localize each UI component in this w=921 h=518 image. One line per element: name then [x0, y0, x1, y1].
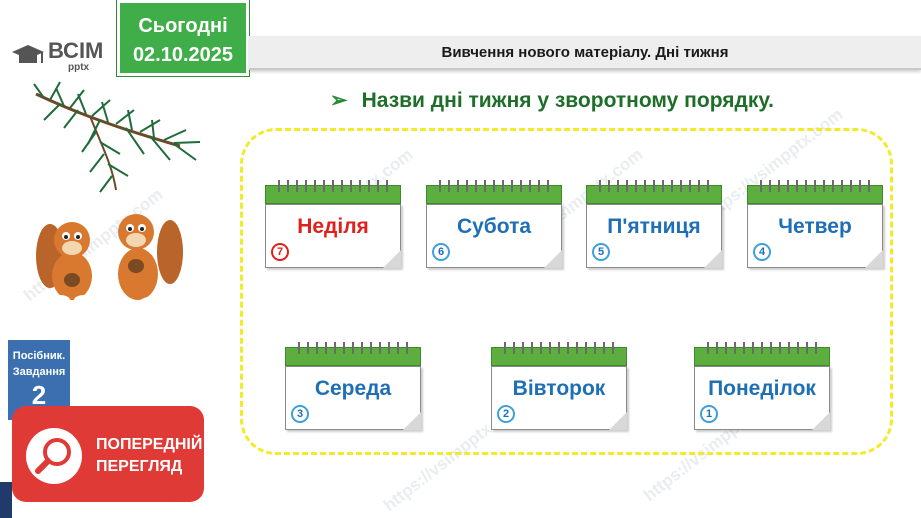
- calendar-card[interactable]: Неділя 7: [265, 180, 401, 268]
- logo-brand-text: ВСІМ: [48, 38, 104, 63]
- day-number-badge: 7: [271, 243, 289, 261]
- day-name: Четвер: [778, 215, 852, 238]
- day-name: Понеділок: [708, 377, 816, 400]
- vsim-logo: ВСІМ pptx: [10, 38, 103, 73]
- calendar-card[interactable]: Понеділок 1: [694, 342, 830, 430]
- guide-label-1: Посібник.: [12, 350, 66, 362]
- preview-label-1: ПОПЕРЕДНІЙ: [96, 436, 203, 453]
- calendar-card[interactable]: Вівторок 2: [491, 342, 627, 430]
- day-number-badge: 6: [432, 243, 450, 261]
- day-number-badge: 5: [592, 243, 610, 261]
- guide-label-2: Завдання: [12, 366, 66, 378]
- day-name: Середа: [314, 377, 392, 400]
- day-number-badge: 2: [497, 405, 515, 423]
- cards-frame: [240, 128, 893, 455]
- title-bar: Вивчення нового матеріалу. Дні тижня: [249, 36, 921, 70]
- day-name: Вівторок: [512, 377, 606, 400]
- calendar-card[interactable]: П'ятниця 5: [586, 180, 722, 268]
- graduation-cap-icon: [12, 45, 44, 63]
- magnifier-icon: [35, 438, 71, 474]
- calendar-card[interactable]: Четвер 4: [747, 180, 883, 268]
- day-number-badge: 4: [753, 243, 771, 261]
- preview-label-2: ПЕРЕГЛЯД: [96, 458, 183, 475]
- calendar-card[interactable]: Середа 3: [285, 342, 421, 430]
- day-name: Субота: [456, 215, 532, 238]
- day-number-badge: 3: [291, 405, 309, 423]
- page-title: Вивчення нового матеріалу. Дні тижня: [441, 44, 729, 61]
- preview-banner[interactable]: ПОПЕРЕДНІЙ ПЕРЕГЛЯД: [12, 406, 204, 502]
- day-name: П'ятниця: [607, 215, 701, 238]
- day-name: Неділя: [297, 215, 369, 238]
- preview-circle: [26, 428, 82, 484]
- calendar-card[interactable]: Субота 6: [426, 180, 562, 268]
- pine-branch-icon: [33, 81, 201, 193]
- logo-sub-text: pptx: [68, 62, 90, 73]
- task-instruction: ➢ Назви дні тижня у зворотному порядку.: [330, 88, 774, 113]
- today-label: Сьогодні: [138, 15, 228, 37]
- day-number-badge: 1: [700, 405, 718, 423]
- squirrels-icon: [36, 214, 183, 307]
- bottom-strip: [0, 482, 12, 518]
- bullet-arrow-icon: ➢: [330, 89, 348, 112]
- date-value: 02.10.2025: [132, 44, 234, 66]
- instruction-text: Назви дні тижня у зворотному порядку.: [361, 89, 775, 112]
- guide-number: 2: [31, 380, 47, 410]
- date-badge: Сьогодні 02.10.2025: [117, 0, 249, 76]
